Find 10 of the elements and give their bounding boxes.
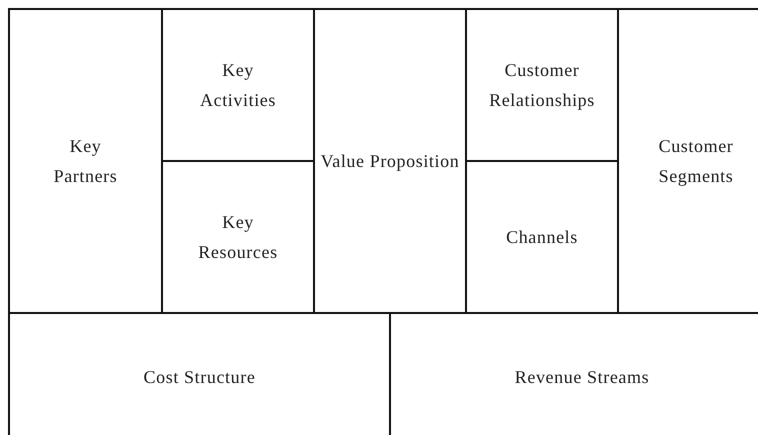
canvas-section-box [8,8,163,314]
section-title: Cost Structure [144,366,256,389]
section-title: Channels [506,226,578,249]
section-title: Value Proposition [320,150,460,173]
section-title: Key Activities [199,59,277,112]
section-title: Customer Relationships [488,59,596,112]
section-title: Revenue Streams [514,366,650,389]
section-title: Key Resources [197,211,279,264]
section-title: Customer Segments [658,135,734,188]
section-title: Key Partners [52,135,118,188]
